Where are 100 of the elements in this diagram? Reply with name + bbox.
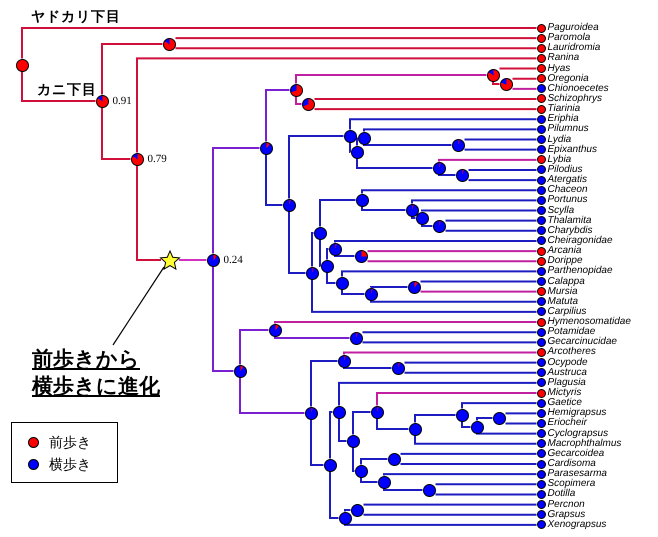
taxon-name: Lauridromia xyxy=(548,42,600,54)
taxon-name: Lydia xyxy=(548,134,572,145)
tree-branch xyxy=(362,331,536,334)
taxon-name: Potamidae xyxy=(548,326,596,338)
taxon-name: Oregonia xyxy=(548,72,589,84)
tree-branch xyxy=(265,154,282,206)
taxon-name: Mursia xyxy=(548,286,578,297)
taxon-name: Mictyris xyxy=(548,387,582,398)
taxon-name: Arcotheres xyxy=(548,346,596,358)
tree-branch xyxy=(343,351,536,355)
tree-branch xyxy=(404,372,536,374)
taxon-name: Matuta xyxy=(548,296,578,307)
tree-branch xyxy=(362,341,536,344)
taxon-name: Charybdis xyxy=(548,224,593,236)
tree-branch xyxy=(363,144,452,146)
support-value: 0.91 xyxy=(112,94,132,108)
tree-branch xyxy=(464,138,536,141)
tree-branch xyxy=(383,473,536,476)
taxon-name: Paguroidea xyxy=(548,22,599,33)
tree-branch xyxy=(352,411,370,434)
taxon-name: Eriphia xyxy=(548,113,579,124)
tree-branch xyxy=(176,47,536,50)
tree-branch xyxy=(468,179,536,182)
callout-text: 前歩きから横歩きに進化 xyxy=(32,346,172,400)
tree-branch xyxy=(446,220,536,222)
taxon-name: Thalamita xyxy=(548,214,592,226)
tree-branch xyxy=(361,206,406,211)
tree-branch xyxy=(436,493,536,496)
taxon-name: Tiarinia xyxy=(548,103,580,114)
tree-branch xyxy=(414,414,456,422)
taxon-name: Percnon xyxy=(548,498,585,510)
tree-branch xyxy=(506,422,536,424)
tree-branch xyxy=(383,488,422,491)
tree-branch xyxy=(476,417,492,420)
tree-branch xyxy=(329,411,332,458)
taxon-name: Eriocheir xyxy=(548,417,587,428)
leader-line xyxy=(112,266,164,346)
tree-branch xyxy=(101,108,130,160)
tree-branch xyxy=(468,168,536,171)
tree-branch xyxy=(376,418,408,430)
tree-branch xyxy=(319,240,322,267)
tree-branch xyxy=(352,448,354,472)
taxon-name: Hemigrapsus xyxy=(548,407,606,418)
tree-branch xyxy=(420,290,536,293)
taxon-name: Parasesarma xyxy=(548,468,607,480)
taxon-name: Ocypode xyxy=(548,356,588,368)
tree-branch xyxy=(404,362,536,364)
tree-branch xyxy=(361,189,536,194)
tree-branch xyxy=(464,148,536,151)
taxon-name: Cyclograpsus xyxy=(548,428,608,439)
tree-branch xyxy=(334,254,354,257)
tree-branch xyxy=(311,280,536,313)
tree-branch xyxy=(274,336,350,339)
tree-branch xyxy=(376,392,536,406)
tree-branch xyxy=(364,514,536,516)
tree-branch xyxy=(101,43,162,94)
tree-branch xyxy=(326,272,336,284)
tree-branch xyxy=(506,412,536,414)
legend-label: 前歩き xyxy=(49,435,91,451)
tree-branch xyxy=(341,270,536,276)
tree-branch xyxy=(360,478,378,483)
tree-branch xyxy=(420,280,536,282)
tree-branch xyxy=(295,74,486,84)
tree-branch xyxy=(356,158,432,169)
tree-branch xyxy=(136,166,161,261)
tree-branch xyxy=(476,432,536,435)
tree-branch xyxy=(179,259,206,261)
tree-branch xyxy=(500,68,536,70)
tree-branch xyxy=(343,366,392,369)
taxon-name: Parthenopidae xyxy=(548,265,613,276)
tree-branch xyxy=(492,82,500,85)
taxon-name: Plagusia xyxy=(548,376,586,388)
tree-branch xyxy=(344,509,350,512)
taxon-name: Schizophrys xyxy=(548,92,602,104)
tree-branch xyxy=(438,174,456,176)
tree-branch xyxy=(329,472,338,519)
taxon-name: Epixanthus xyxy=(548,144,597,155)
taxon-name: Pilumnus xyxy=(548,123,589,134)
tree-branch xyxy=(349,118,536,130)
tree-branch xyxy=(341,290,364,295)
tree-branch xyxy=(370,300,536,303)
taxon-name: Grapsus xyxy=(548,508,586,520)
tree-branch xyxy=(360,458,388,464)
tree-branch xyxy=(438,158,536,162)
taxon-name: Lybia xyxy=(548,154,572,165)
tree-branch xyxy=(21,27,536,58)
tree-branch xyxy=(288,135,344,198)
tree-branch xyxy=(446,230,536,232)
support-value: 0.24 xyxy=(224,254,243,266)
tree-branch xyxy=(368,250,536,252)
taxon-name: Ranina xyxy=(548,52,580,64)
tree-branch xyxy=(265,89,290,142)
taxon-name: Chaceon xyxy=(548,184,588,196)
taxon-name: Cardisoma xyxy=(548,458,596,470)
tree-branch xyxy=(400,452,536,455)
tree-branch xyxy=(314,98,536,100)
taxon-name: Calappa xyxy=(548,276,585,286)
tree-branch xyxy=(344,524,536,526)
tree-branch xyxy=(411,199,536,204)
tree-branch xyxy=(338,382,536,406)
